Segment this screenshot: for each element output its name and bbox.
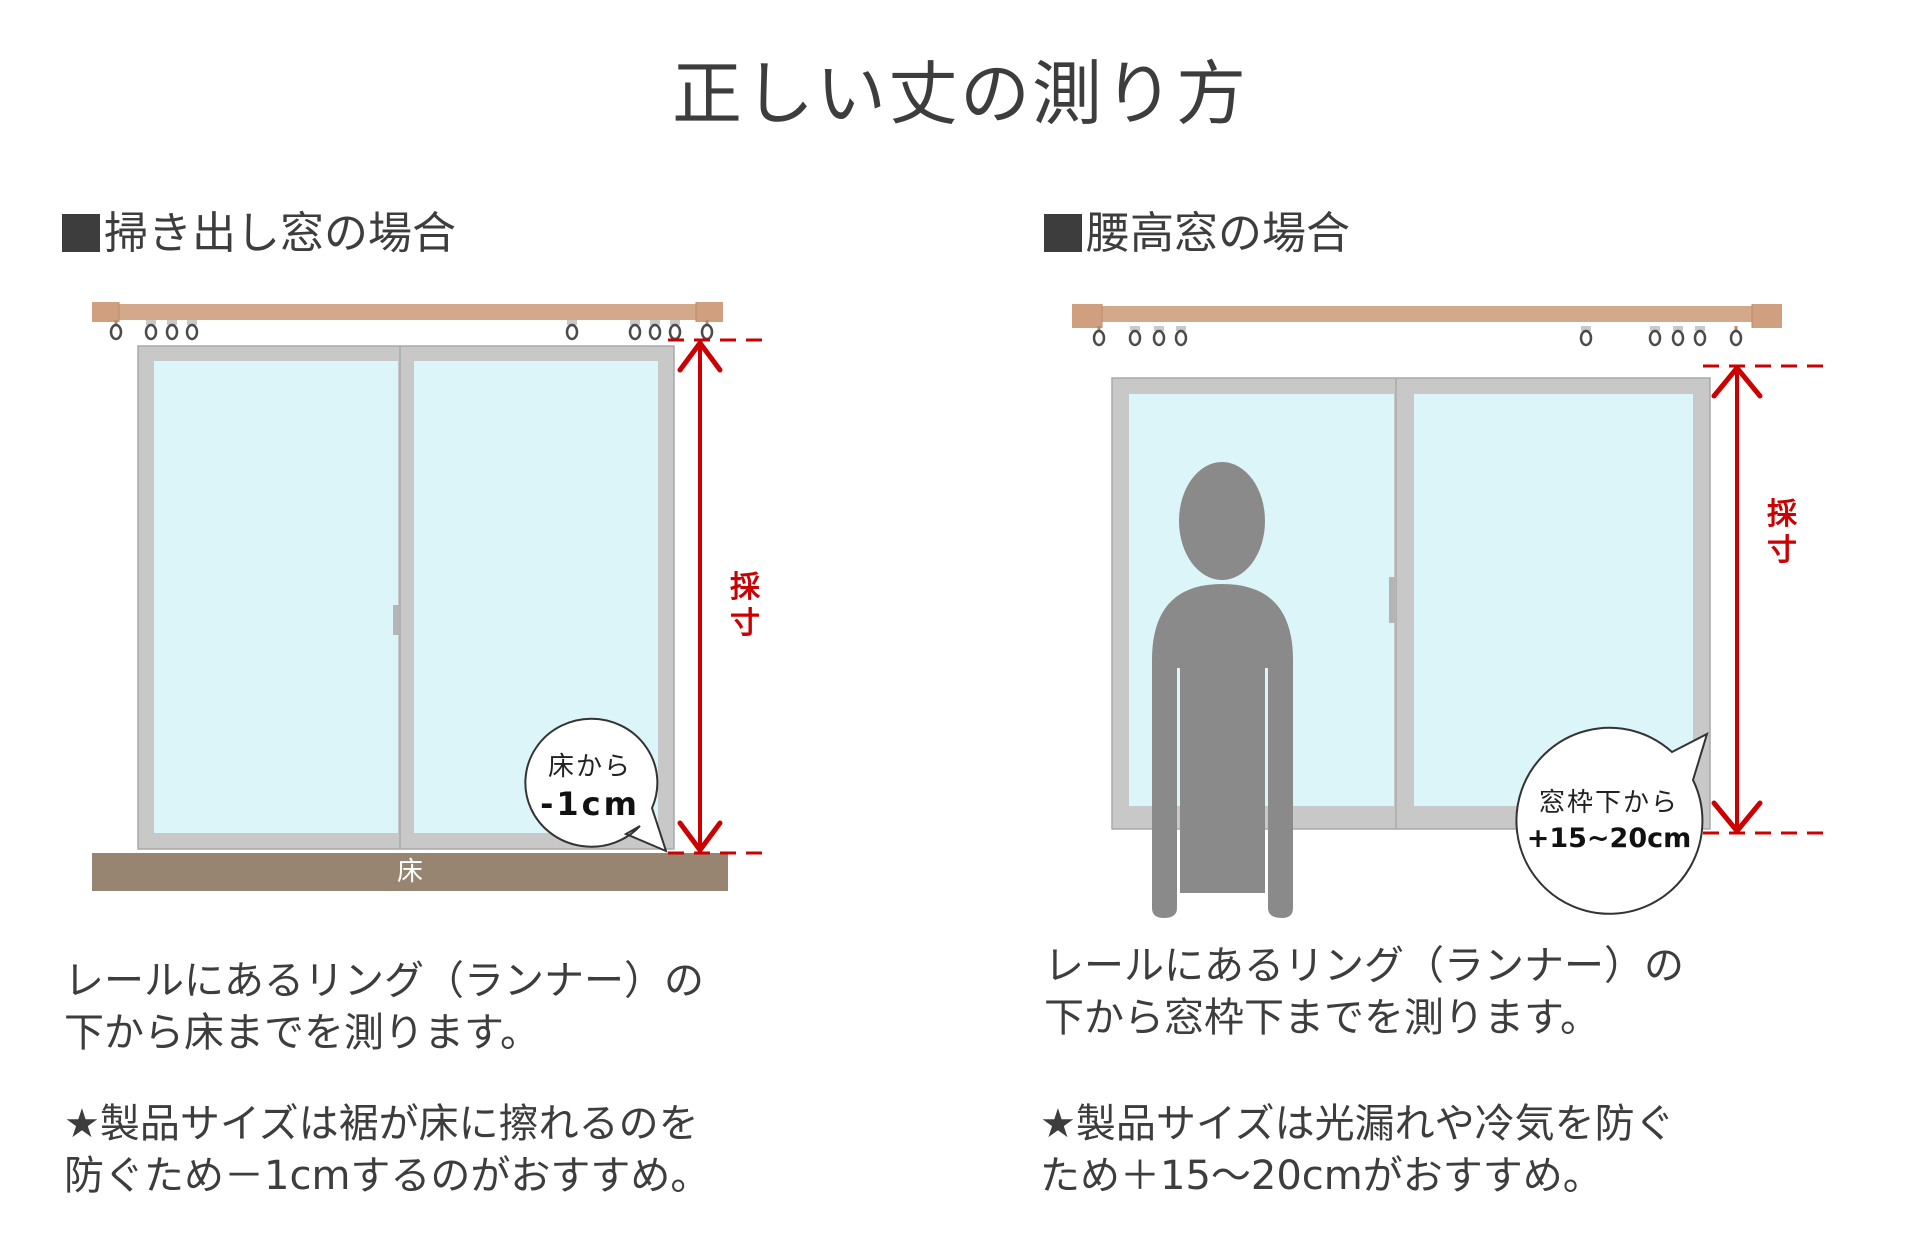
description-line: レールにあるリング（ランナー）の	[1044, 943, 1684, 989]
right-section-heading: 腰高窓の場合	[1044, 208, 1350, 260]
measure-arrow	[1703, 364, 1830, 835]
curtain-rail	[1072, 304, 1782, 328]
bubble-line2: +15~20cm	[1526, 823, 1692, 854]
note-line: ★製品サイズは裾が床に擦れるのを	[64, 1101, 699, 1147]
curtain-rail	[92, 302, 723, 322]
bubble-line1: 窓枠下から	[1538, 788, 1679, 818]
left-measure-label: 採 寸	[727, 570, 763, 642]
rail-rings	[1092, 324, 1743, 347]
left-section-heading: 掃き出し窓の場合	[62, 208, 456, 260]
measure-arrow	[668, 338, 768, 855]
description-line: レールにあるリング（ランナー）の	[64, 958, 704, 1004]
speech-bubble	[524, 717, 668, 853]
note-line: ★製品サイズは光漏れや冷気を防ぐ	[1040, 1101, 1675, 1147]
floor-label: 床	[396, 857, 423, 887]
measure-label-char: 採	[730, 570, 760, 605]
right-window-diagram	[1072, 304, 1830, 918]
floor	[92, 853, 728, 891]
right-description: レールにあるリング（ランナー）の 下から窓枠下までを測ります。	[1044, 940, 1684, 1044]
bubble-line1: 床から	[547, 752, 632, 782]
page-title: 正しい丈の測り方	[672, 53, 1248, 135]
rail-rings	[109, 318, 714, 341]
window-handle	[393, 605, 399, 635]
description-line: 下から窓枠下までを測ります。	[1044, 995, 1600, 1041]
person-silhouette	[1152, 462, 1293, 918]
measure-label-char: 寸	[1767, 533, 1797, 568]
right-bubble-text: 窓枠下から +15~20cm	[1516, 786, 1702, 858]
bubble-line2: -1cm	[540, 785, 640, 823]
description-line: 下から床までを測ります。	[64, 1010, 540, 1056]
left-bubble-text: 床から -1cm	[524, 750, 656, 824]
measure-label-char: 寸	[730, 606, 760, 641]
right-heading-text: 腰高窓の場合	[1086, 208, 1350, 259]
right-measure-label: 採 寸	[1764, 497, 1800, 569]
left-window-diagram	[92, 302, 768, 891]
measure-label-char: 採	[1767, 497, 1797, 532]
black-square-icon	[62, 214, 100, 252]
note-line: ため＋15～20cmがおすすめ。	[1040, 1153, 1603, 1199]
window-handle	[1389, 577, 1396, 623]
right-note: ★製品サイズは光漏れや冷気を防ぐ ため＋15～20cmがおすすめ。	[1040, 1098, 1675, 1202]
speech-bubble	[1515, 726, 1709, 915]
left-heading-text: 掃き出し窓の場合	[104, 208, 456, 259]
note-line: 防ぐため－1cmするのがおすすめ。	[64, 1153, 711, 1199]
left-description: レールにあるリング（ランナー）の 下から床までを測ります。	[64, 955, 704, 1059]
black-square-icon	[1044, 214, 1082, 252]
left-note: ★製品サイズは裾が床に擦れるのを 防ぐため－1cmするのがおすすめ。	[64, 1098, 710, 1202]
